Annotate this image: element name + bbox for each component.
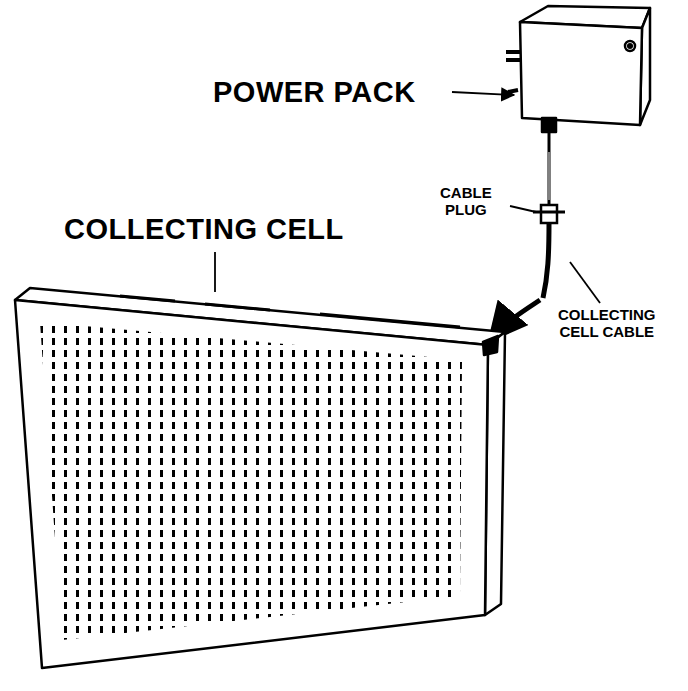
part-label: COLLECTING CELL [64,213,344,246]
power-pack [506,6,650,132]
leader-lines [215,92,600,303]
collecting-cell [15,288,505,668]
part-label: COLLECTING CELL CABLE [558,306,656,341]
part-label: CABLE PLUG [440,184,492,219]
cable [533,132,565,298]
part-label: POWER PACK [213,76,416,109]
